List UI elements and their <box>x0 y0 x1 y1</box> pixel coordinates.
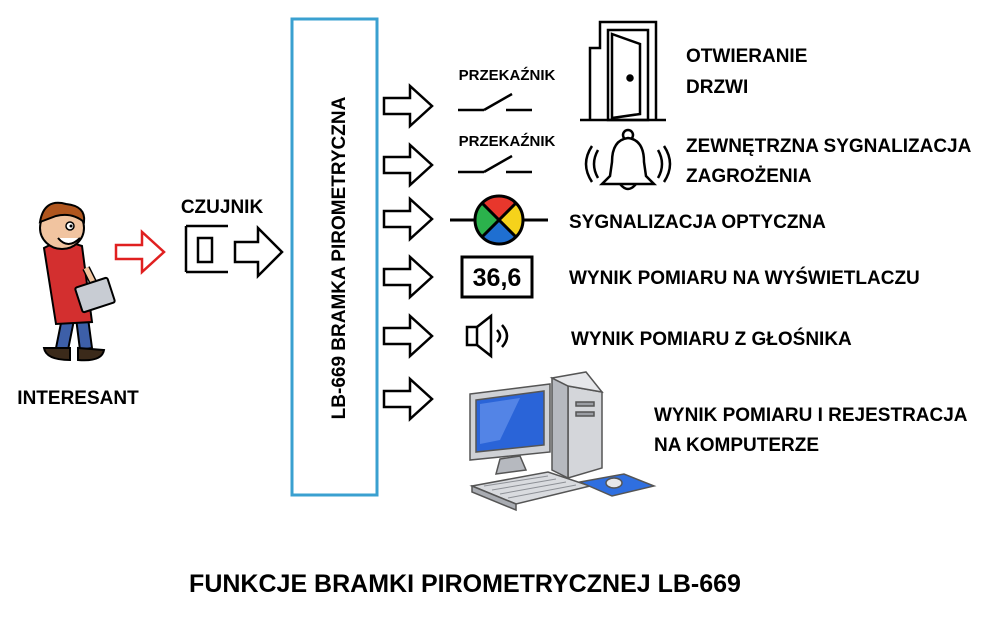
output-arrow-1 <box>382 83 434 129</box>
sensor-label: CZUJNIK <box>181 197 264 218</box>
speaker-icon <box>465 313 509 359</box>
relay-label-1: PRZEKAŹNIK <box>459 67 556 84</box>
output-label-computer-line1: WYNIK POMIARU I REJESTRACJA <box>654 405 968 426</box>
output-label-alarm-line1: ZEWNĘTRZNA SYGNALIZACJA <box>686 136 972 157</box>
relay-switch-icon <box>458 154 532 174</box>
output-label-door-line1: OTWIERANIE <box>686 46 807 67</box>
output-label-optical: SYGNALIZACJA OPTYCZNA <box>569 212 826 233</box>
bell-icon <box>584 128 672 191</box>
relay-label-2: PRZEKAŹNIK <box>459 133 556 150</box>
output-arrow-5 <box>382 313 434 359</box>
person-arrow-icon <box>114 229 166 275</box>
output-label-speaker: WYNIK POMIARU Z GŁOŚNIKA <box>571 328 852 350</box>
person-icon <box>38 201 116 362</box>
output-arrows <box>382 83 434 422</box>
signal-lamp-icon <box>450 194 548 246</box>
device-box <box>290 17 379 497</box>
output-arrow-4 <box>382 254 434 300</box>
person-label: INTERESANT <box>17 388 139 409</box>
output-arrow-2 <box>382 142 434 188</box>
page-title: FUNKCJE BRAMKI PIROMETRYCZNEJ LB-669 <box>189 570 741 598</box>
computer-icon <box>469 371 657 512</box>
output-label-display: WYNIK POMIARU NA WYŚWIETLACZU <box>569 267 920 289</box>
device-label: LB-669 BRAMKA PIROMETRYCZNA <box>329 96 350 419</box>
output-label-computer-line2: NA KOMPUTERZE <box>654 435 819 456</box>
output-arrow-3 <box>382 196 434 242</box>
sensor-icon <box>184 224 228 274</box>
sensor-arrow-icon <box>233 224 284 280</box>
output-label-door-line2: DRZWI <box>686 77 748 98</box>
door-icon <box>580 20 666 122</box>
output-label-alarm-line2: ZAGROŻENIA <box>686 166 812 187</box>
output-arrow-6 <box>382 376 434 422</box>
display-value: 36,6 <box>473 264 522 292</box>
display-icon: 36,6 <box>460 255 534 299</box>
relay-switch-icon <box>458 92 532 112</box>
